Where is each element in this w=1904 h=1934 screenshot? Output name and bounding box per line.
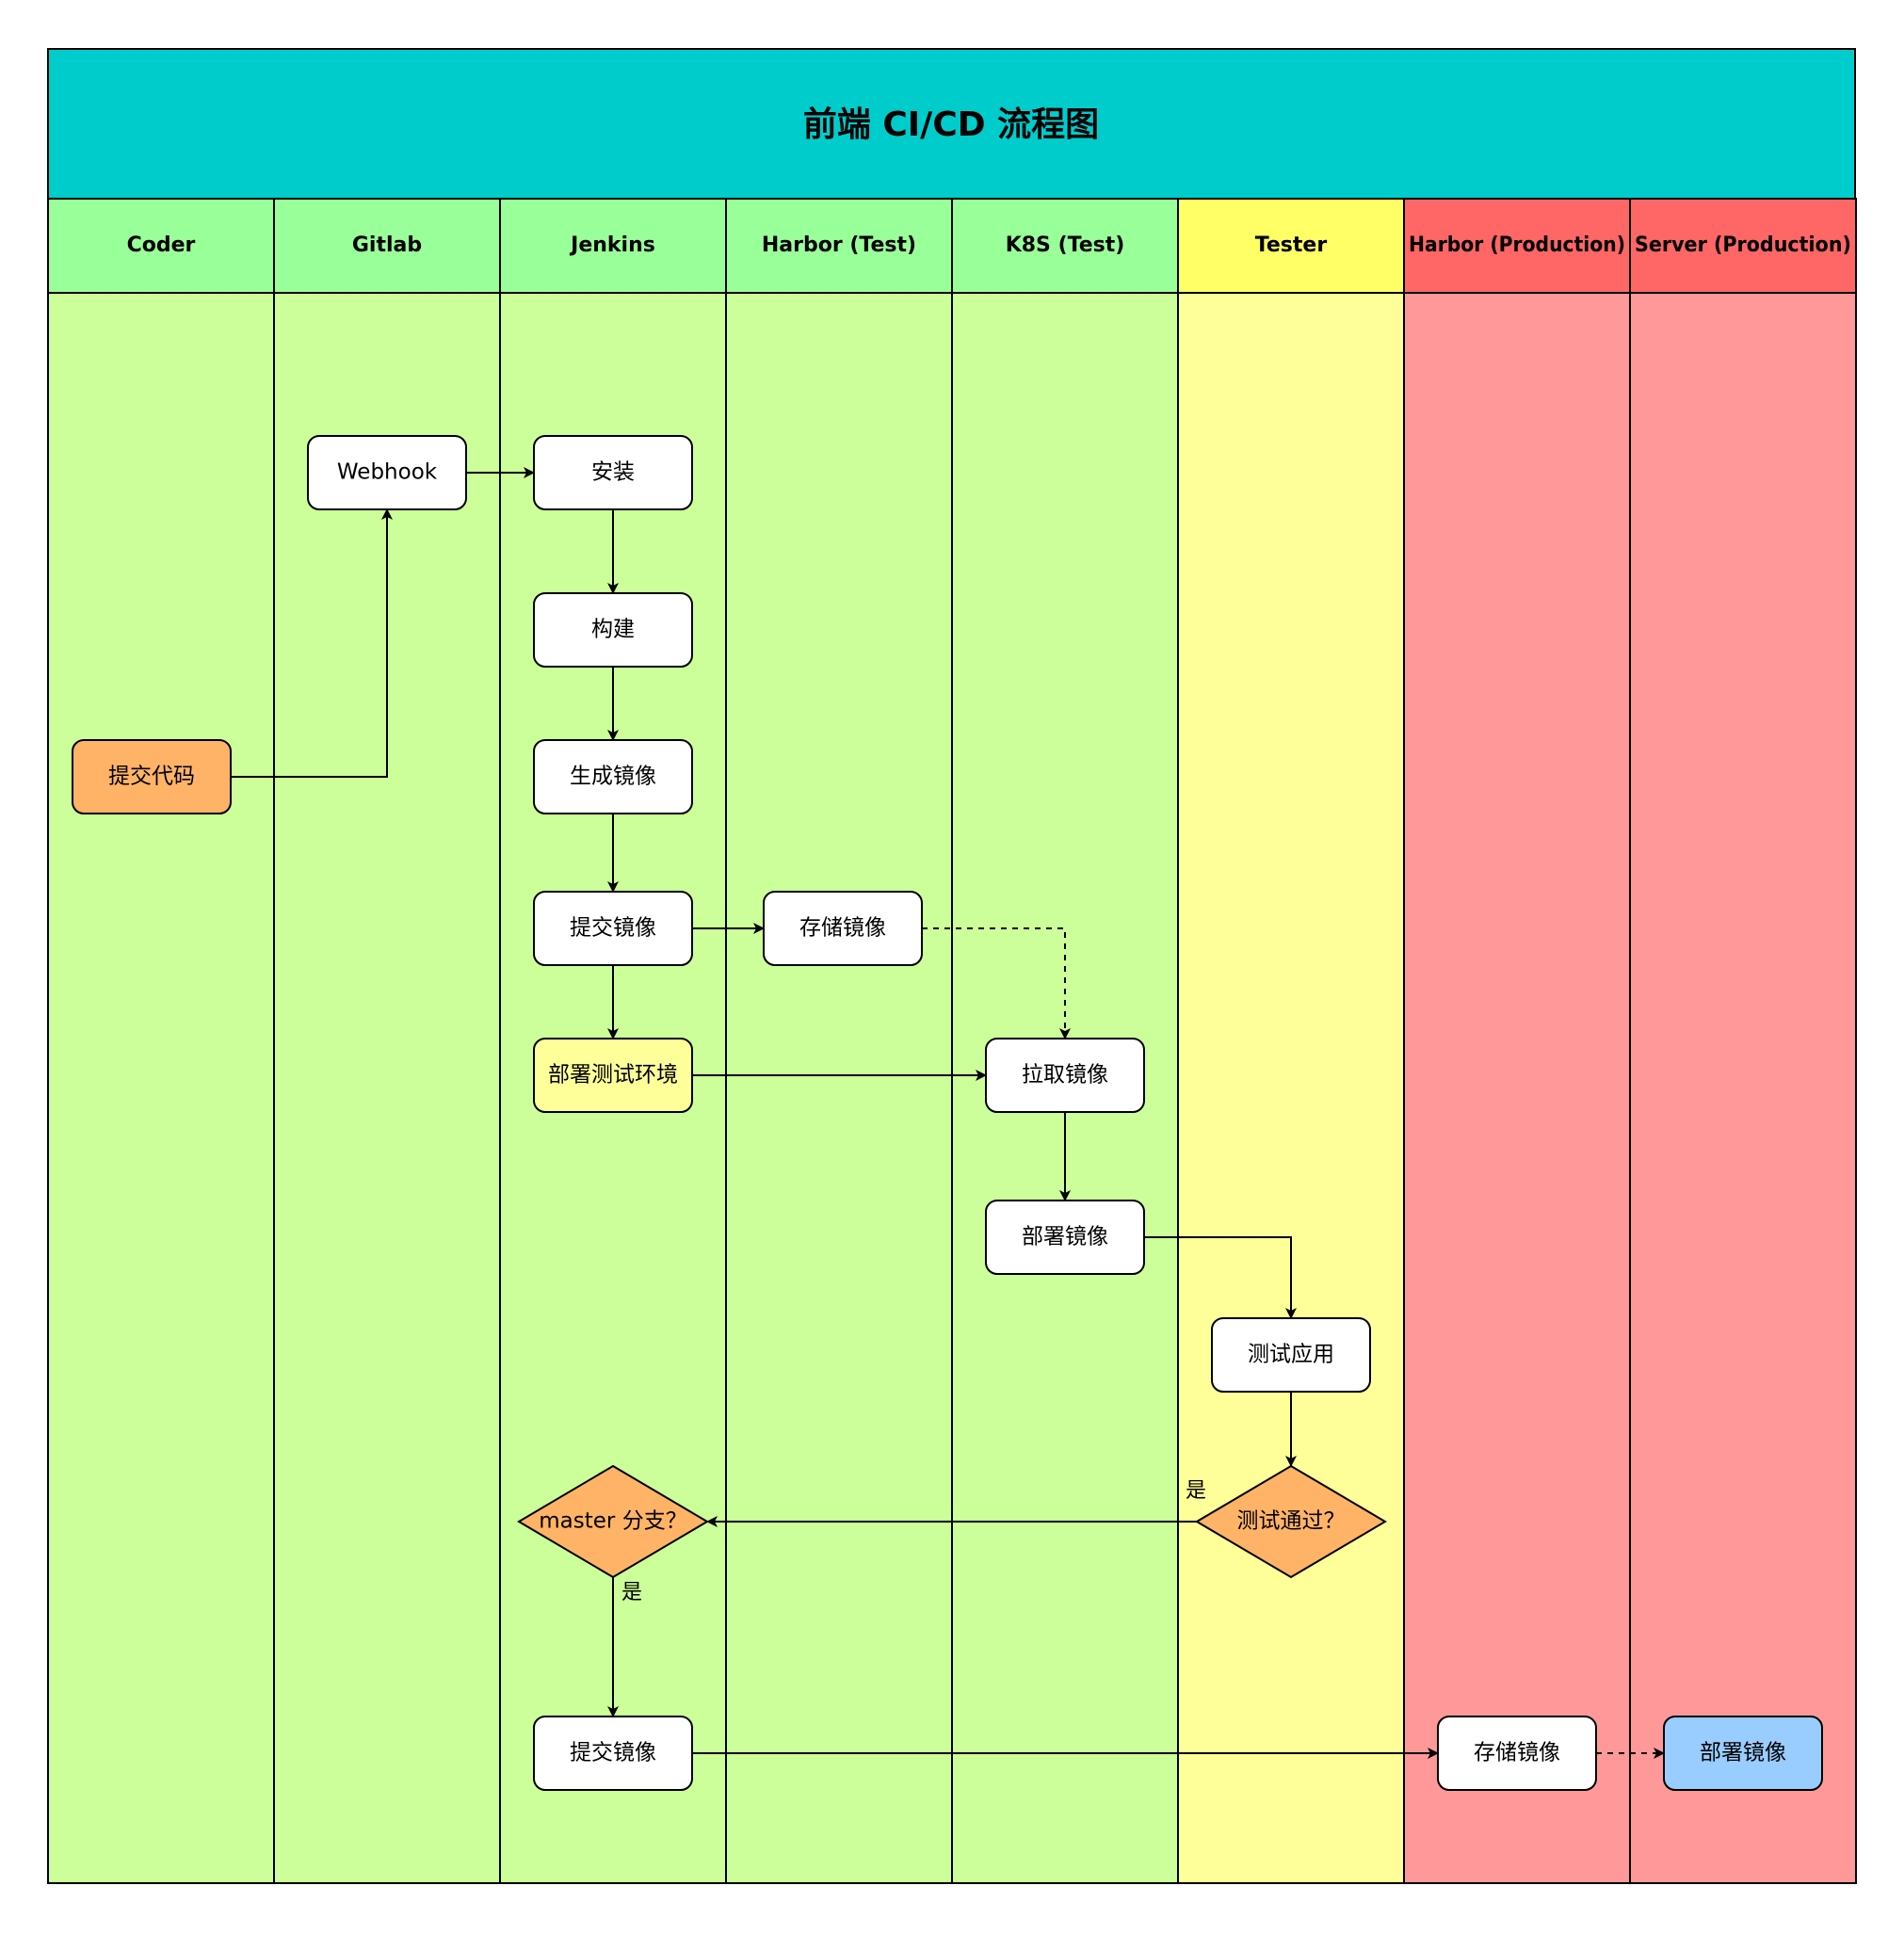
lane-body-harbor-prod [1403, 292, 1631, 1884]
node-label: 测试应用 [1248, 1343, 1334, 1367]
lane-label-server-prod: Server (Production) [1635, 234, 1851, 257]
process-box [985, 1038, 1145, 1113]
lane-body-tester [1177, 292, 1405, 1884]
node-store-image-prod: 存储镜像 [1437, 1716, 1597, 1791]
node-label: 拉取镜像 [1022, 1063, 1108, 1088]
process-box [533, 1038, 693, 1113]
node-label: 部署镜像 [1022, 1225, 1108, 1249]
lane-header-server-prod [1629, 198, 1857, 294]
lane-body-coder [47, 292, 275, 1884]
node-label: 测试通过？ [1237, 1509, 1346, 1534]
node-store-image-test: 存储镜像 [763, 891, 923, 966]
node-label: 存储镜像 [799, 916, 886, 941]
node-build: 构建 [533, 592, 693, 668]
node-test-passed: 测试通过？ [1195, 1464, 1387, 1579]
node-commit-code: 提交代码 [72, 739, 232, 814]
process-box [307, 435, 467, 510]
lane-header-gitlab [273, 198, 501, 294]
process-box [533, 435, 693, 510]
node-push-image: 提交镜像 [533, 891, 693, 966]
decision-diamond [517, 1464, 709, 1579]
node-label: 提交镜像 [570, 1741, 656, 1765]
node-install: 安装 [533, 435, 693, 510]
lane-header-coder [47, 198, 275, 294]
node-label: Webhook [337, 460, 438, 485]
edge-commit-code-to-webhook [231, 508, 393, 778]
node-label: 安装 [591, 460, 635, 485]
node-push-image-prod: 提交镜像 [533, 1716, 693, 1791]
lane-body-server-prod [1629, 292, 1857, 1884]
lane-label-jenkins: Jenkins [569, 234, 655, 257]
process-box [533, 891, 693, 966]
edge-label-test-passed-yes: 是 [1186, 1479, 1206, 1503]
lane-label-tester: Tester [1255, 234, 1328, 257]
process-box [72, 739, 232, 814]
lane-header-harbor-prod [1403, 198, 1631, 294]
edge-deploy-image-test-to-test-app [1144, 1236, 1297, 1319]
node-webhook: Webhook [307, 435, 467, 510]
edge-label-master-yes: 是 [621, 1581, 642, 1604]
lane-header-jenkins [499, 198, 727, 294]
lane-body-harbor-test [725, 292, 953, 1884]
node-label: 提交镜像 [570, 916, 656, 941]
process-box [1211, 1317, 1371, 1393]
node-label: 部署镜像 [1700, 1741, 1786, 1765]
node-label: 生成镜像 [570, 765, 656, 789]
process-box [533, 592, 693, 668]
edge-store-image-test-to-pull-image [922, 927, 1071, 1040]
node-label: 存储镜像 [1474, 1741, 1560, 1765]
node-label: 部署测试环境 [548, 1063, 678, 1088]
lane-label-coder: Coder [127, 234, 196, 257]
node-deploy-test-env: 部署测试环境 [533, 1038, 693, 1113]
process-box [1663, 1716, 1823, 1791]
process-box [533, 1716, 693, 1791]
node-label: 构建 [591, 618, 635, 642]
node-label: master 分支？ [539, 1509, 686, 1534]
lane-label-k8s-test: K8S (Test) [1006, 234, 1125, 257]
connectors [231, 467, 1665, 1759]
lane-label-harbor-test: Harbor (Test) [762, 234, 916, 257]
node-gen-image: 生成镜像 [533, 739, 693, 814]
diagram-title: 前端 CI/CD 流程图 [803, 105, 1099, 144]
process-box [763, 891, 923, 966]
node-deploy-image-prod: 部署镜像 [1663, 1716, 1823, 1791]
node-test-app: 测试应用 [1211, 1317, 1371, 1393]
process-box [985, 1200, 1145, 1275]
lane-header-k8s-test [951, 198, 1179, 294]
node-deploy-image-test: 部署镜像 [985, 1200, 1145, 1275]
node-label: 提交代码 [108, 765, 195, 789]
lane-label-harbor-prod: Harbor (Production) [1409, 234, 1625, 257]
lane-header-tester [1177, 198, 1405, 294]
lane-header-harbor-test [725, 198, 953, 294]
process-box [533, 739, 693, 814]
title-band [47, 48, 1856, 200]
decision-diamond [1195, 1464, 1387, 1579]
lane-label-gitlab: Gitlab [352, 234, 422, 257]
process-box [1437, 1716, 1597, 1791]
node-master-branch: master 分支？ [517, 1464, 709, 1579]
node-pull-image: 拉取镜像 [985, 1038, 1145, 1113]
